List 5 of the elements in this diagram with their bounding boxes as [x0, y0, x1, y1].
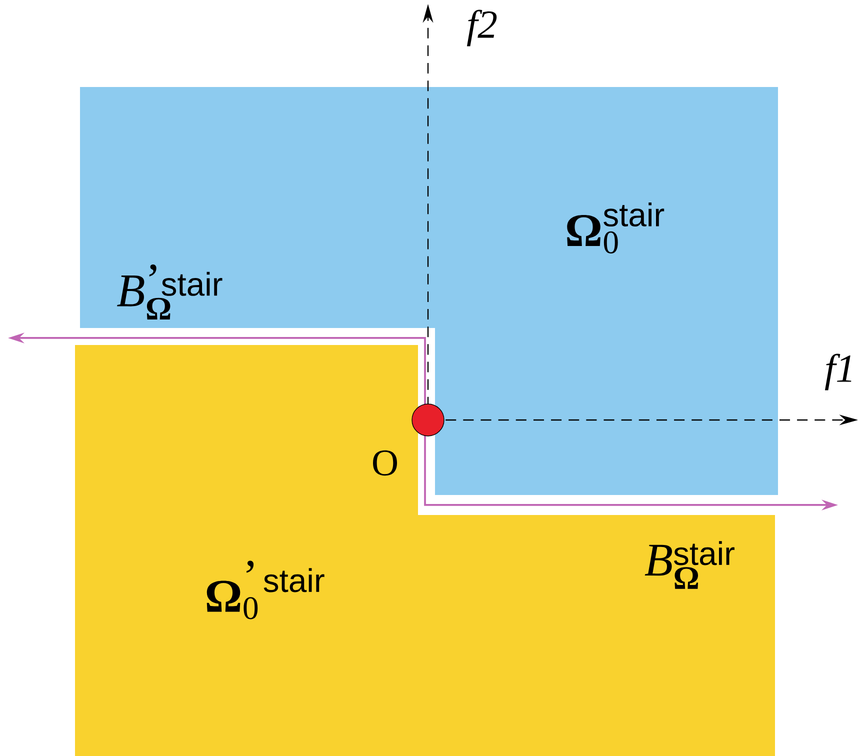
boundary-label: $B_{\mathbf{\Omega}}^{\mbox{’}\mathsf{stair}}$ — [117, 264, 222, 320]
boundary-label: $B_{\mathbf{\Omega}}^{\mathsf{stair}}$ — [644, 541, 734, 589]
axis-label: f2 — [466, 10, 497, 46]
axis-label: f1 — [824, 354, 852, 390]
origin-label: O — [373, 450, 397, 476]
